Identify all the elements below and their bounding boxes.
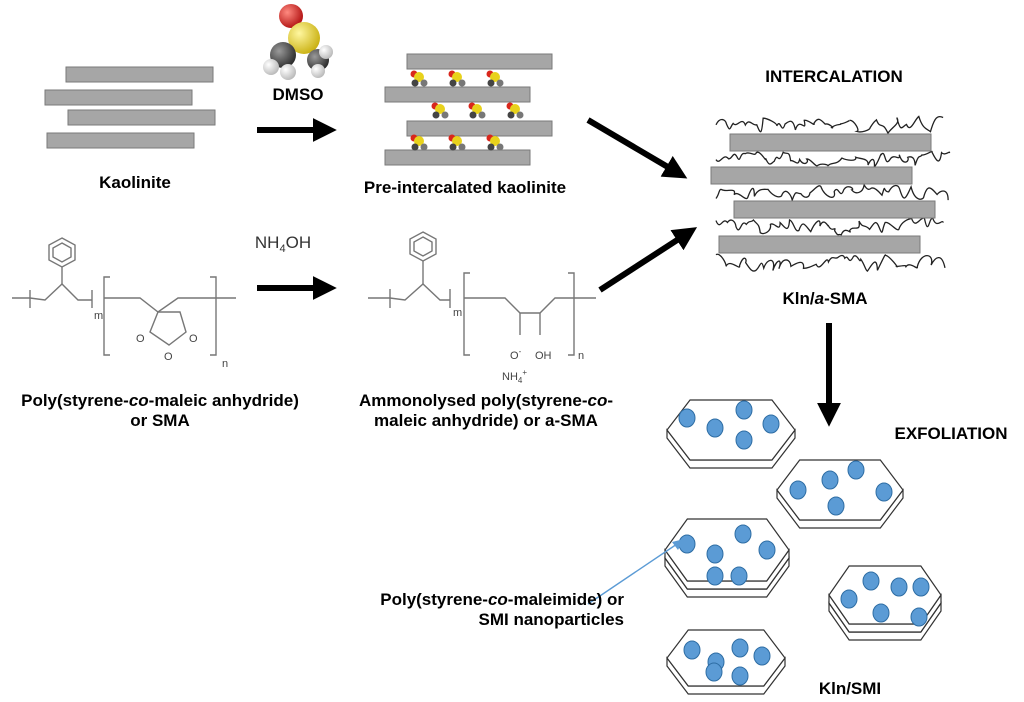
platelet-face bbox=[828, 565, 942, 625]
smi-nanoparticle bbox=[875, 482, 893, 502]
smi-nanoparticle bbox=[762, 414, 780, 434]
smi-nanoparticle bbox=[890, 577, 908, 597]
svg-text:m: m bbox=[94, 310, 103, 322]
exfoliated-platelets bbox=[664, 399, 942, 695]
smi-nanoparticle bbox=[753, 646, 771, 666]
smi-nanoparticle bbox=[821, 470, 839, 490]
intercalated-composite bbox=[710, 115, 951, 272]
svg-text:O: O bbox=[136, 333, 145, 345]
smi-nanoparticle bbox=[789, 480, 807, 500]
smi-nanoparticle bbox=[862, 571, 880, 591]
asma-label-line2: maleic anhydride) or a-SMA bbox=[374, 411, 598, 430]
platelet-face bbox=[664, 518, 790, 582]
pre-intercalated-label: Pre-intercalated kaolinite bbox=[364, 178, 566, 197]
platelet-face bbox=[776, 459, 904, 521]
exfoliation-label: EXFOLIATION bbox=[894, 424, 1007, 443]
sma-label-line2: or SMA bbox=[130, 411, 190, 430]
asma-label: Ammonolysed poly(styrene-co- bbox=[359, 391, 613, 410]
svg-text:m: m bbox=[453, 307, 462, 319]
smi-nanoparticle bbox=[758, 540, 776, 560]
svg-text:OH: OH bbox=[535, 350, 552, 362]
polymer-chain bbox=[715, 115, 944, 135]
smi-nanoparticle bbox=[840, 589, 858, 609]
polymer-chain bbox=[715, 182, 949, 201]
polymer-chain bbox=[715, 150, 951, 169]
hexagonal-platelet bbox=[776, 459, 904, 529]
polymer-chains bbox=[715, 115, 951, 272]
hexagonal-platelet bbox=[666, 629, 786, 695]
smi-pointer-line bbox=[587, 541, 681, 605]
dmso-molecule-icon bbox=[263, 4, 333, 80]
smi-label-line2: SMI nanoparticles bbox=[479, 610, 624, 629]
platelet-face bbox=[666, 399, 796, 461]
smi-nanoparticle bbox=[734, 524, 752, 544]
asma-structure: m O- OH NH4+ n bbox=[368, 231, 596, 385]
arrow-icon bbox=[586, 117, 688, 179]
smi-nanoparticle bbox=[735, 430, 753, 450]
svg-text:O: O bbox=[164, 351, 173, 363]
smi-nanoparticle bbox=[735, 400, 753, 420]
smi-nanoparticle bbox=[731, 666, 749, 686]
dmso-label: DMSO bbox=[273, 85, 324, 104]
smi-nanoparticle bbox=[847, 460, 865, 480]
hexagonal-platelet bbox=[664, 518, 790, 598]
smi-label: Poly(styrene-co-maleimide) or bbox=[380, 590, 624, 609]
hexagonal-platelet bbox=[828, 565, 942, 641]
svg-text:NH4+: NH4+ bbox=[502, 368, 527, 385]
smi-nanoparticle bbox=[706, 544, 724, 564]
smi-nanoparticle bbox=[706, 566, 724, 586]
hexagonal-platelet bbox=[666, 399, 796, 469]
kaolinite-stack bbox=[44, 66, 216, 149]
kaolinite-label: Kaolinite bbox=[99, 173, 171, 192]
svg-text:n: n bbox=[578, 350, 584, 362]
svg-text:O-: O- bbox=[510, 347, 522, 362]
polymer-chain bbox=[715, 216, 944, 236]
polymer-chain bbox=[715, 253, 946, 272]
smi-nanoparticle bbox=[678, 534, 696, 554]
smi-nanoparticle bbox=[827, 496, 845, 516]
smi-nanoparticle bbox=[705, 662, 723, 682]
kln-smi-label: Kln/SMI bbox=[819, 679, 881, 698]
smi-nanoparticle bbox=[731, 638, 749, 658]
intercalation-label: INTERCALATION bbox=[765, 67, 903, 86]
smi-nanoparticle bbox=[730, 566, 748, 586]
smi-nanoparticle bbox=[706, 418, 724, 438]
pre-intercalated-stack bbox=[384, 53, 553, 166]
smi-nanoparticle bbox=[872, 603, 890, 623]
kln-asma-label: Kln/a-SMA bbox=[782, 289, 867, 308]
smi-nanoparticle bbox=[910, 607, 928, 627]
smi-nanoparticle bbox=[683, 640, 701, 660]
arrow-icon bbox=[598, 227, 698, 293]
smi-nanoparticle bbox=[678, 408, 696, 428]
svg-text:n: n bbox=[222, 358, 228, 370]
sma-label: Poly(styrene-co-maleic anhydride) bbox=[21, 391, 299, 410]
smi-nanoparticle bbox=[912, 577, 930, 597]
sma-structure: m O O O n bbox=[12, 237, 236, 370]
nh4oh-label: NH4OH bbox=[255, 233, 311, 255]
smi-pointer-arrowhead bbox=[672, 539, 684, 550]
svg-text:O: O bbox=[189, 333, 198, 345]
